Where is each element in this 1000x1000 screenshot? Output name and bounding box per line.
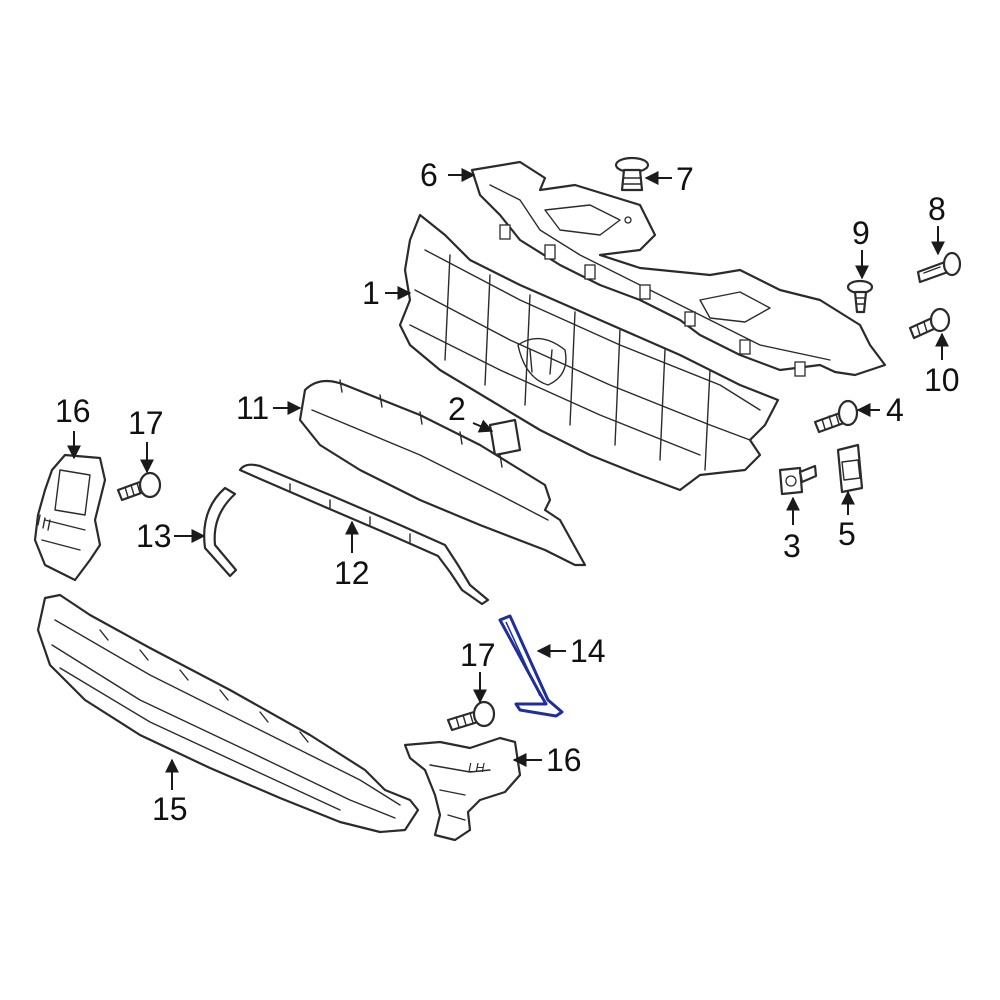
callout-11: 11: [236, 390, 269, 426]
arrow-2: [472, 419, 494, 433]
part-6-upper-bracket: [470, 160, 887, 377]
part-8-pin-fastener: [916, 251, 962, 284]
callout-4: 4: [886, 392, 904, 428]
part-1-grille-reinforcement: [398, 213, 780, 492]
part-12-molding-strip: [238, 463, 490, 606]
leader-arrows: [67, 168, 949, 790]
callout-17-left: 17: [128, 405, 164, 441]
part-10-screw: [908, 307, 951, 340]
part-2-pad: [488, 418, 522, 457]
part-4-bolt: [813, 399, 859, 434]
part-15-lower-grille: [36, 593, 420, 834]
callout-17-right: 17: [460, 637, 496, 673]
part-16-right-deflector: LH: [403, 736, 522, 842]
callout-2: 2: [448, 391, 466, 427]
part-13-curved-trim: [203, 486, 238, 578]
callout-16-right: 16: [546, 742, 582, 778]
part-17-right-bolt: [446, 700, 496, 732]
callout-6: 6: [420, 157, 438, 193]
callout-9: 9: [852, 215, 870, 251]
part-marking-lh: LH: [468, 760, 485, 775]
callout-15: 15: [152, 791, 188, 827]
callout-1: 1: [362, 275, 380, 311]
callout-13: 13: [136, 518, 172, 554]
callout-3: 3: [783, 528, 801, 564]
callout-8: 8: [928, 191, 946, 227]
callout-5: 5: [838, 516, 856, 552]
callout-labels: 6 7 8 9 10 1 2 4 3 5 11 12 13 14 15 16 1…: [55, 157, 960, 827]
part-3-nut-clip: [778, 464, 818, 496]
part-11-upper-molding: [298, 379, 587, 567]
part-5-clip-bracket: [836, 443, 864, 494]
callout-14: 14: [570, 633, 606, 669]
callout-7: 7: [676, 161, 694, 197]
callout-12: 12: [334, 555, 370, 591]
callout-16-left: 16: [55, 393, 91, 429]
part-9-screw: [846, 279, 874, 314]
part-17-left-bolt: [116, 471, 162, 502]
callout-10: 10: [924, 362, 960, 398]
part-16-left-deflector: [33, 453, 107, 582]
part-7-push-clip: [614, 156, 650, 192]
part-14-highlighted-bracket: [498, 614, 564, 718]
